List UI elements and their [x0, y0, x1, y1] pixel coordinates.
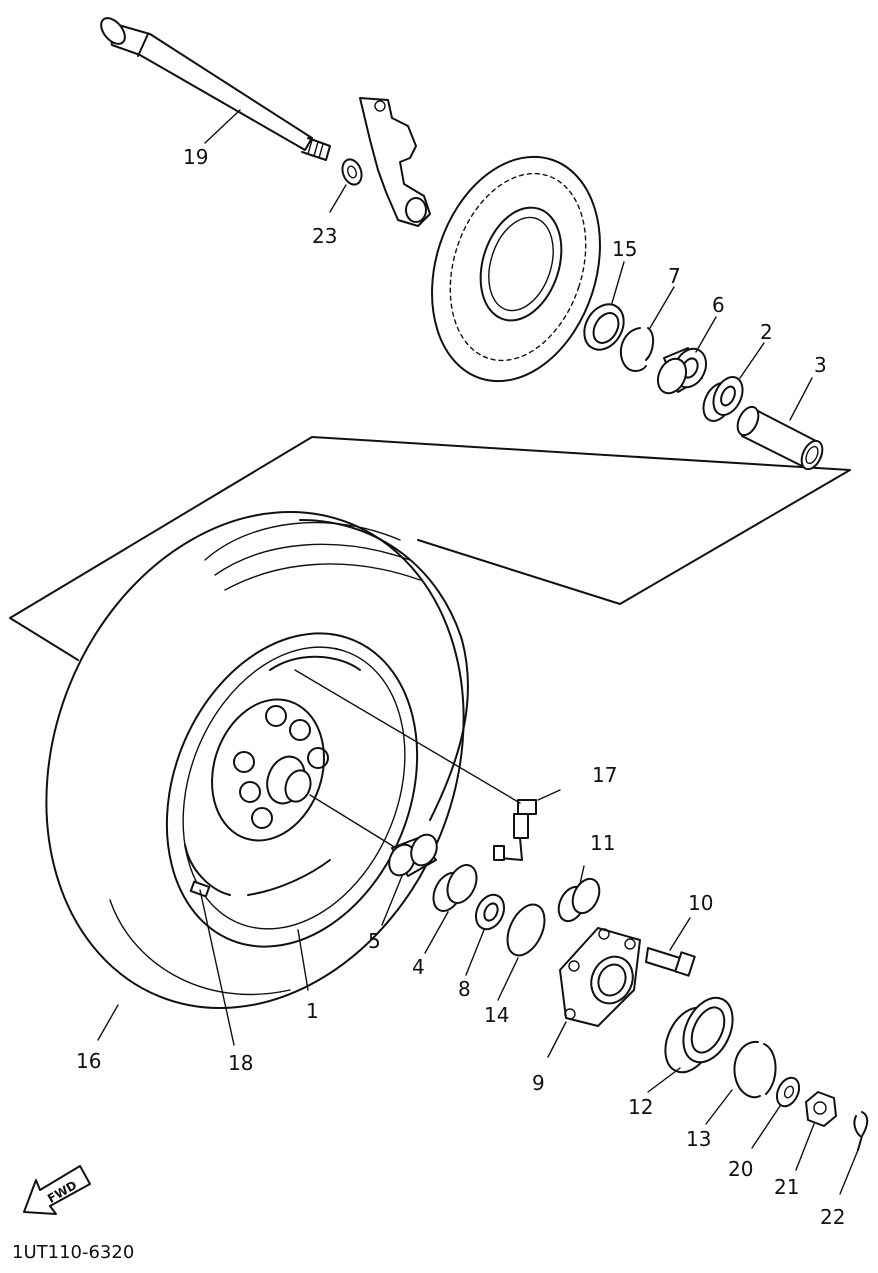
- assembly-outline: [9, 436, 851, 661]
- air-valve-part-17: [493, 799, 537, 861]
- spacer-part-4: [432, 864, 478, 912]
- axle-part-19: [100, 17, 331, 161]
- forward-direction-arrow: FWD: [23, 1165, 91, 1215]
- callout-17: 17: [592, 763, 617, 787]
- callout-7: 7: [668, 264, 681, 288]
- callout-11: 11: [590, 831, 615, 855]
- callout-14: 14: [484, 1003, 509, 1027]
- callout-9: 9: [532, 1071, 545, 1095]
- callout-labels: 19 23 15 7 6 2 3 17 11 10 5 4 8 14 1 16 …: [76, 145, 845, 1229]
- callout-2: 2: [760, 320, 773, 344]
- callout-15: 15: [612, 237, 637, 261]
- o-ring-part-14: [506, 903, 546, 957]
- bolt-part-10: [645, 947, 696, 977]
- nut-part-21: [805, 1091, 837, 1127]
- callout-8: 8: [458, 977, 471, 1001]
- collar-part-11: [557, 877, 601, 923]
- circlip-part-13: [733, 1040, 777, 1099]
- figure-code: 1UT110-6320: [12, 1242, 134, 1263]
- callout-21: 21: [774, 1175, 799, 1199]
- circlip-part-7: [619, 327, 654, 372]
- callout-3: 3: [814, 353, 827, 377]
- oil-seal-part-15: [583, 303, 625, 351]
- caliper-bracket: [359, 97, 431, 227]
- callout-20: 20: [728, 1157, 753, 1181]
- callout-18: 18: [228, 1051, 253, 1075]
- callout-6: 6: [712, 293, 725, 317]
- washer-part-23: [341, 158, 363, 186]
- callout-13: 13: [686, 1127, 711, 1151]
- callout-4: 4: [412, 955, 425, 979]
- callout-10: 10: [688, 891, 713, 915]
- callout-19: 19: [183, 145, 208, 169]
- callout-1: 1: [306, 999, 319, 1023]
- callout-23: 23: [312, 224, 337, 248]
- brake-disc: [431, 155, 601, 383]
- callout-12: 12: [628, 1095, 653, 1119]
- wheel-rim-part-1: [165, 632, 419, 948]
- collar-part-5: [388, 833, 438, 877]
- washer-part-20: [775, 1076, 801, 1108]
- hub-flange-part-9: [559, 927, 641, 1027]
- callout-5: 5: [368, 929, 381, 953]
- callout-22: 22: [820, 1205, 845, 1229]
- callout-16: 16: [76, 1049, 101, 1073]
- ring-part-12: [664, 996, 734, 1074]
- collar-part-2: [702, 376, 744, 422]
- spacer-part-3: [736, 405, 824, 471]
- bearing-part-8: [474, 893, 506, 931]
- bearing-part-6: [656, 347, 708, 395]
- cotter-pin-part-22: [853, 1111, 869, 1151]
- leader-lines: [97, 109, 859, 1195]
